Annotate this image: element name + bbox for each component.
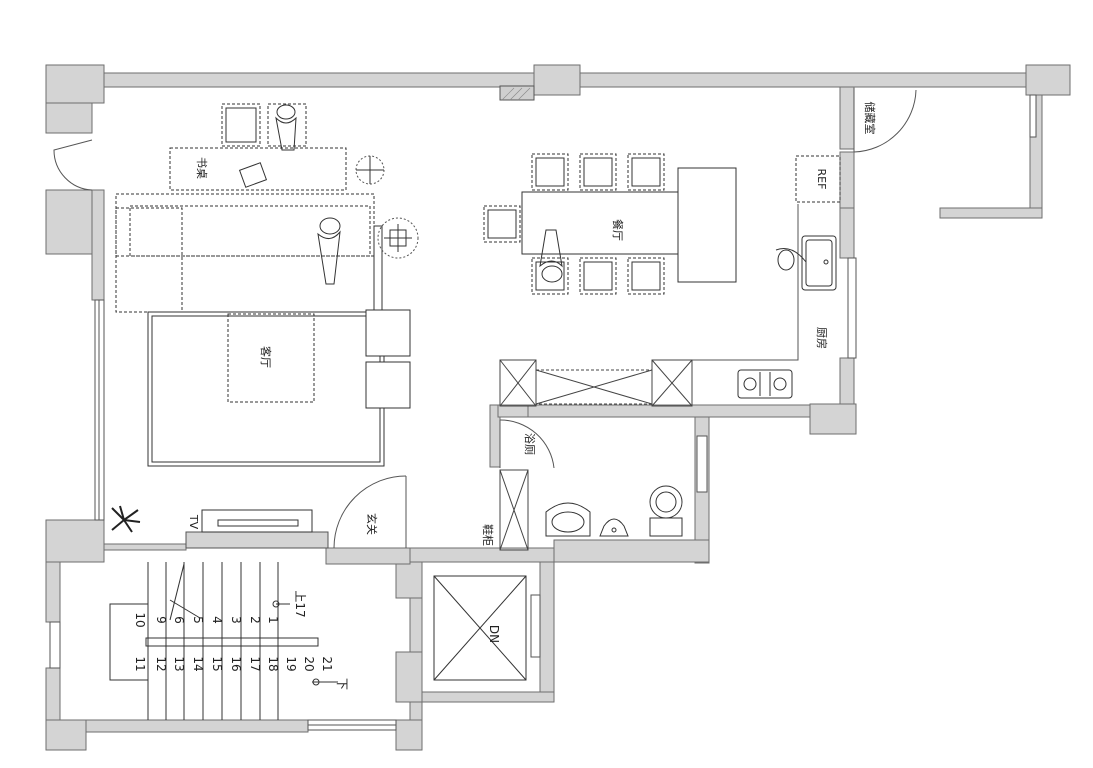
stair-step-number: 11	[133, 656, 147, 671]
study-area: 书桌	[169, 103, 385, 191]
stair-step-number: 19	[284, 656, 298, 671]
exterior-walls	[45, 64, 1071, 751]
vent-hatch	[501, 87, 531, 101]
person-icon	[775, 248, 807, 271]
windows	[49, 94, 1037, 731]
kitchen-sink-icon	[801, 235, 837, 291]
kitchen-cabinets	[499, 359, 693, 407]
desk	[169, 147, 347, 191]
stair-step-number: 21	[320, 656, 334, 671]
bathroom: 浴厕	[523, 433, 683, 537]
stair-step-number: 14	[191, 656, 205, 671]
island-counter	[677, 167, 737, 283]
study-desk-label: 书桌	[195, 157, 208, 179]
stair-step-number: 16	[229, 656, 243, 671]
armchair-1	[365, 309, 411, 357]
plant-icon	[111, 505, 141, 533]
bathroom-label: 浴厕	[523, 433, 536, 455]
staircase	[109, 562, 338, 720]
tv-icon	[217, 519, 299, 527]
dn-label: DN	[487, 625, 501, 643]
desk-lamp-icon	[355, 155, 385, 185]
refrigerator-label: REF	[815, 169, 828, 190]
kitchen-label: 厨房	[815, 327, 828, 349]
rug	[147, 311, 385, 467]
study-chair-2	[267, 103, 307, 147]
doors	[53, 88, 917, 549]
stair-step-number: 3	[229, 616, 243, 624]
stair-step-number: 15	[210, 656, 224, 671]
stair-step-number: 9	[154, 616, 168, 624]
stair-step-number: 20	[302, 656, 316, 671]
stair-step-number: 17	[248, 656, 262, 671]
toilet-icon	[649, 485, 683, 537]
dining-chairs	[483, 153, 665, 295]
kitchen: REF 厨房	[499, 155, 841, 407]
stair-step-number: 12	[154, 656, 168, 671]
stair-step-number: 5	[191, 616, 205, 624]
stair-lower-numbers: 11 12 13 14 15 16 17 18 19 20 21	[133, 656, 334, 671]
stair-step-number: 10	[133, 612, 147, 627]
study-chair-1	[221, 103, 261, 147]
tv-label: TV	[187, 514, 200, 530]
dining-area: 餐厅	[483, 153, 737, 295]
washbasin-icon	[545, 502, 591, 537]
coffee-table	[227, 313, 315, 403]
stair-up-label: 上17	[293, 590, 307, 617]
stair-step-number: 2	[248, 616, 262, 624]
shoe-cabinet-label: 鞋柜	[481, 524, 495, 546]
dining-room-label: 餐厅	[611, 219, 625, 241]
person-icon	[317, 217, 341, 285]
stair-step-number: 18	[266, 656, 280, 671]
elevator-shaft	[433, 575, 527, 681]
floor-lamp-icon	[377, 217, 419, 259]
refrigerator	[795, 155, 841, 203]
living-room-label: 客厅	[259, 346, 273, 368]
laptop-icon	[238, 162, 268, 188]
living-room: 客厅	[115, 193, 419, 467]
sofa	[115, 193, 375, 257]
stair-down-label: 下	[335, 678, 349, 690]
tv-cabinet	[185, 509, 329, 549]
stair-step-number: 6	[172, 616, 186, 624]
urinal-icon	[599, 518, 629, 537]
armchair-2	[365, 361, 411, 409]
storage-label: 储藏室	[863, 102, 877, 135]
stove-icon	[737, 369, 793, 399]
dining-table	[521, 191, 679, 255]
stair-step-number: 1	[266, 616, 280, 624]
shoe-cabinet	[499, 469, 529, 551]
stair-step-number: 4	[210, 616, 224, 624]
entrance-label: 玄关	[365, 513, 379, 535]
person-icon	[539, 229, 563, 283]
person-icon	[275, 104, 297, 151]
stair-step-number: 13	[172, 656, 186, 671]
